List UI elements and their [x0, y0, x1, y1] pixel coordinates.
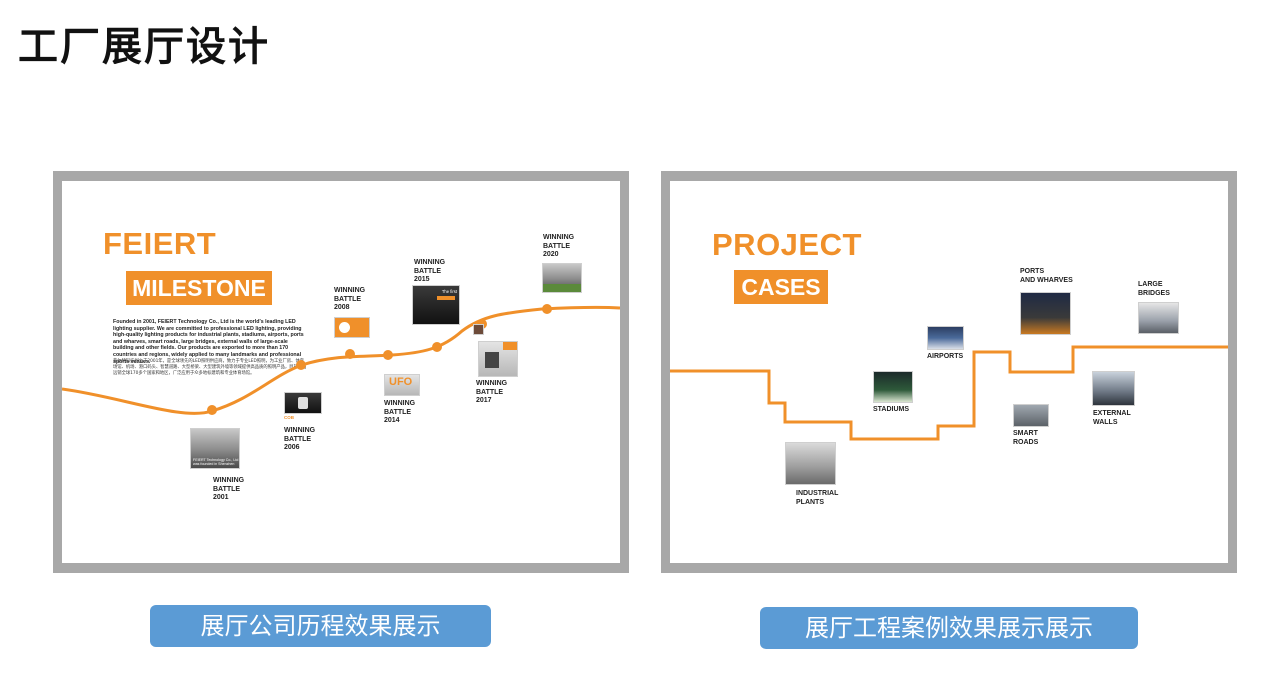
cases-panel: PROJECT CASES INDUSTRIAL PLANTS STADIUMS… [661, 171, 1237, 573]
thumb-2014-caption: UFO [389, 376, 413, 388]
case-label-external-walls: EXTERNAL WALLS [1093, 410, 1131, 426]
case-label-stadiums: STADIUMS [873, 406, 910, 413]
timeline-dot-2015 [432, 342, 442, 352]
caption-project-cases: 展厅工程案例效果展示展示 [760, 607, 1138, 649]
milestone-label-2017: WINNING BATTLE 2017 [476, 380, 508, 405]
milestone-thumb-2001: FEIERT Technology Co., Ltd was founded i… [190, 428, 240, 469]
thumb-2001-caption: FEIERT Technology Co., Ltd was founded i… [193, 457, 239, 466]
case-thumb-smart-roads [1013, 404, 1049, 427]
milestone-label-2014: WINNING BATTLE 2014 [384, 400, 416, 425]
case-thumb-large-bridges [1138, 302, 1179, 334]
milestone-timeline-curve [62, 304, 620, 415]
milestone-brand-title: FEIERT [103, 226, 217, 261]
timeline-dot-2006 [296, 360, 306, 370]
milestone-board: FEIERT MILESTONE Founded in 2001, FEIERT… [62, 181, 620, 563]
milestone-thumb-2008 [334, 317, 370, 338]
case-thumb-ports-and-wharves [1020, 292, 1071, 335]
milestone-label-2006: WINNING BATTLE 2006 [284, 427, 316, 452]
milestone-panel: FEIERT MILESTONE Founded in 2001, FEIERT… [53, 171, 629, 573]
timeline-dot-2014 [383, 350, 393, 360]
milestone-thumb-2006 [284, 392, 322, 414]
milestone-label-2008: WINNING BATTLE 2008 [334, 287, 366, 312]
case-label-large-bridges: LARGE BRIDGES [1138, 281, 1170, 297]
timeline-dot-2020 [542, 304, 552, 314]
milestone-intro-en: Founded in 2001, FEIERT Technology Co., … [113, 319, 304, 365]
milestone-label-2020: WINNING BATTLE 2020 [543, 234, 575, 259]
case-label-smart-roads: SMART ROADS [1013, 430, 1039, 446]
milestone-thumb-2015-small [473, 324, 484, 335]
milestone-subtitle-box: MILESTONE [126, 271, 272, 305]
timeline-dot-2008 [345, 349, 355, 359]
milestone-thumb-2014: UFO [384, 374, 420, 396]
cases-step-line [670, 345, 1228, 441]
case-thumb-industrial-plants [785, 442, 836, 485]
cases-subtitle-box: CASES [734, 270, 828, 304]
milestone-thumb-2015: The first [412, 285, 460, 325]
case-label-airports: AIRPORTS [927, 353, 964, 360]
lamp-icon [298, 397, 308, 409]
field-strip [543, 284, 581, 292]
thumb-2006-caption: COB [284, 415, 294, 420]
badge-corner [503, 342, 517, 350]
milestone-label-2015: WINNING BATTLE 2015 [414, 259, 446, 284]
badge-bar [437, 296, 455, 300]
case-label-industrial-plants: INDUSTRIAL PLANTS [796, 490, 839, 506]
chip-icon [339, 322, 350, 333]
case-label-ports-and-wharves: PORTS AND WHARVES [1020, 268, 1073, 284]
cases-board: PROJECT CASES INDUSTRIAL PLANTS STADIUMS… [670, 181, 1228, 563]
milestone-intro-cn: 菲尔特科技创立于2001年，是全球领先的LED照明供应商，致力于专业LED照明，… [113, 359, 307, 377]
page-title: 工厂展厅设计 [18, 24, 270, 70]
timeline-dot-2001 [207, 405, 217, 415]
milestone-thumb-2017 [478, 341, 518, 377]
case-thumb-external-walls [1092, 371, 1135, 406]
case-thumb-stadiums [873, 371, 913, 403]
cases-title: PROJECT [712, 227, 862, 262]
milestone-label-2001: WINNING BATTLE 2001 [213, 477, 245, 502]
caption-milestone: 展厅公司历程效果展示 [150, 605, 491, 647]
case-thumb-airports [927, 326, 964, 350]
thumb-2015-caption: The first [441, 289, 457, 294]
milestone-thumb-2020 [542, 263, 582, 293]
floodlight-icon [485, 352, 499, 368]
